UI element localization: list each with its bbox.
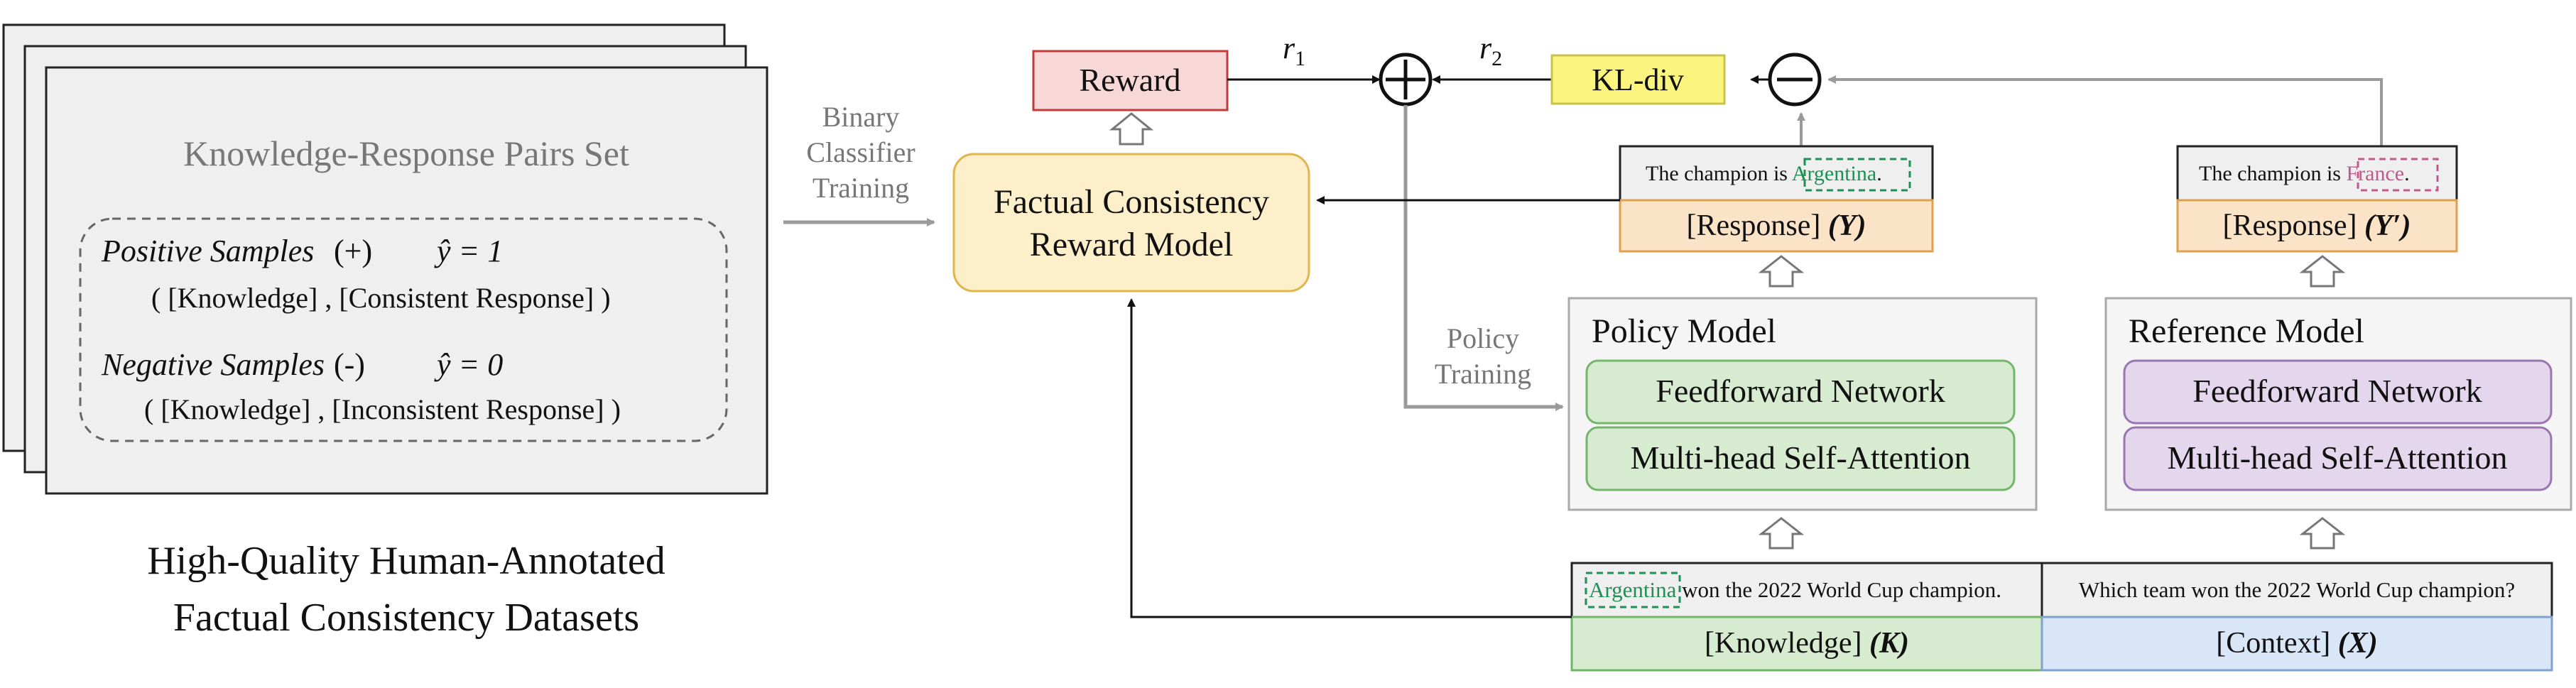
sum-plus-icon — [1379, 53, 1433, 107]
kl-div-label: KL-div — [1592, 62, 1684, 97]
reward-model-box — [952, 153, 1310, 293]
reference-feedforward-label: Feedforward Network — [2192, 373, 2482, 409]
policy-feedforward-layer — [1585, 359, 2016, 425]
knowledge-to-reward-model-arrow — [1127, 298, 1572, 618]
reference-response-block: The champion is France. [Response] (Y′) — [2176, 145, 2458, 253]
stack-card-front — [45, 66, 768, 495]
positive-pair: ( [Knowledge] , [Consistent Response] ) — [151, 282, 611, 314]
reference-response-to-minus-arrow — [1827, 75, 2383, 146]
hollow-arrow-to-reward — [1109, 112, 1154, 146]
policy-response-block: The champion is Argentina. [Response] (Y… — [1619, 145, 1934, 253]
positive-samples-label: Positive Samples — [101, 234, 314, 268]
knowledge-highlight-dashed-box — [1585, 572, 1681, 608]
binary-label-line3: Training — [813, 172, 909, 204]
knowledge-label: [Knowledge] (K) — [1705, 627, 1909, 660]
kl-div-box — [1550, 54, 1726, 105]
negative-sign: (-) — [334, 347, 365, 382]
context-sentence: Which team won the 2022 World Cup champi… — [2079, 577, 2515, 602]
binary-label-line1: Binary — [822, 101, 900, 133]
dataset-stack: Knowledge-Response Pairs Set Positive Sa… — [2, 23, 768, 495]
reference-attention-label: Multi-head Self-Attention — [2167, 439, 2507, 476]
reference-model-block: Reference Model Feedforward Network Mult… — [2104, 297, 2572, 511]
binary-label-line2: Classifier — [806, 136, 915, 168]
policy-attention-layer — [1585, 426, 2016, 491]
samples-dashed-box — [79, 217, 728, 442]
policy-highlight-dashed-box — [1803, 158, 1911, 192]
hollow-arrow-reference-to-response — [2299, 255, 2346, 288]
knowledge-sentence: Argentina won the 2022 World Cup champio… — [1589, 577, 2001, 602]
negative-y-value: ŷ = 0 — [434, 347, 503, 382]
reference-feedforward-layer — [2123, 359, 2553, 425]
reference-highlight-dashed-box — [2357, 158, 2439, 192]
hollow-arrow-input-to-reference — [2299, 517, 2346, 550]
policy-response-sentence: The champion is Argentina. — [1646, 162, 1882, 185]
policy-feedforward-label: Feedforward Network — [1656, 373, 1945, 409]
context-label-box — [2040, 616, 2553, 672]
reference-attention-layer — [2123, 426, 2553, 491]
reward-model-line1: Factual Consistency — [994, 183, 1269, 221]
input-block: Argentina won the 2022 World Cup champio… — [1570, 562, 2553, 672]
r2-label: r2 — [1479, 31, 1502, 70]
negative-pair: ( [Knowledge] , [Inconsistent Response] … — [144, 393, 621, 425]
reference-response-label-box — [2176, 199, 2458, 253]
policy-response-label-box — [1619, 199, 1934, 253]
positive-y-value: ŷ = 1 — [434, 234, 503, 268]
reference-response-text-box — [2176, 145, 2458, 202]
policy-training-arrow — [1403, 105, 1564, 411]
reward-label: Reward — [1079, 62, 1180, 98]
policy-training-line1: Policy — [1447, 322, 1519, 354]
policy-model-title: Policy Model — [1592, 312, 1776, 350]
negative-samples-label: Negative Samples — [101, 347, 325, 382]
dataset-caption-line2: Factual Consistency Datasets — [173, 596, 639, 640]
dataset-caption-line1: High-Quality Human-Annotated — [147, 539, 665, 583]
context-label: [Context] (X) — [2216, 627, 2377, 660]
difference-minus-icon — [1768, 53, 1822, 107]
reference-response-label: [Response] (Y′) — [2223, 209, 2411, 242]
r1-label: r1 — [1283, 31, 1305, 70]
policy-model-block: Policy Model Feedforward Network Multi-h… — [1567, 297, 2038, 511]
policy-training-line2: Training — [1435, 358, 1531, 390]
dataset-title: Knowledge-Response Pairs Set — [183, 133, 629, 173]
positive-sign: (+) — [334, 234, 372, 268]
knowledge-label-box — [1570, 616, 2043, 672]
hollow-arrow-policy-to-response — [1758, 255, 1805, 288]
reward-model-line2: Reward Model — [1030, 226, 1234, 263]
hollow-arrow-input-to-policy — [1758, 517, 1805, 550]
reference-response-sentence: The champion is France. — [2199, 162, 2410, 185]
policy-response-label: [Response] (Y) — [1686, 209, 1866, 242]
policy-attention-label: Multi-head Self-Attention — [1630, 439, 1970, 476]
reference-model-title: Reference Model — [2129, 312, 2364, 350]
